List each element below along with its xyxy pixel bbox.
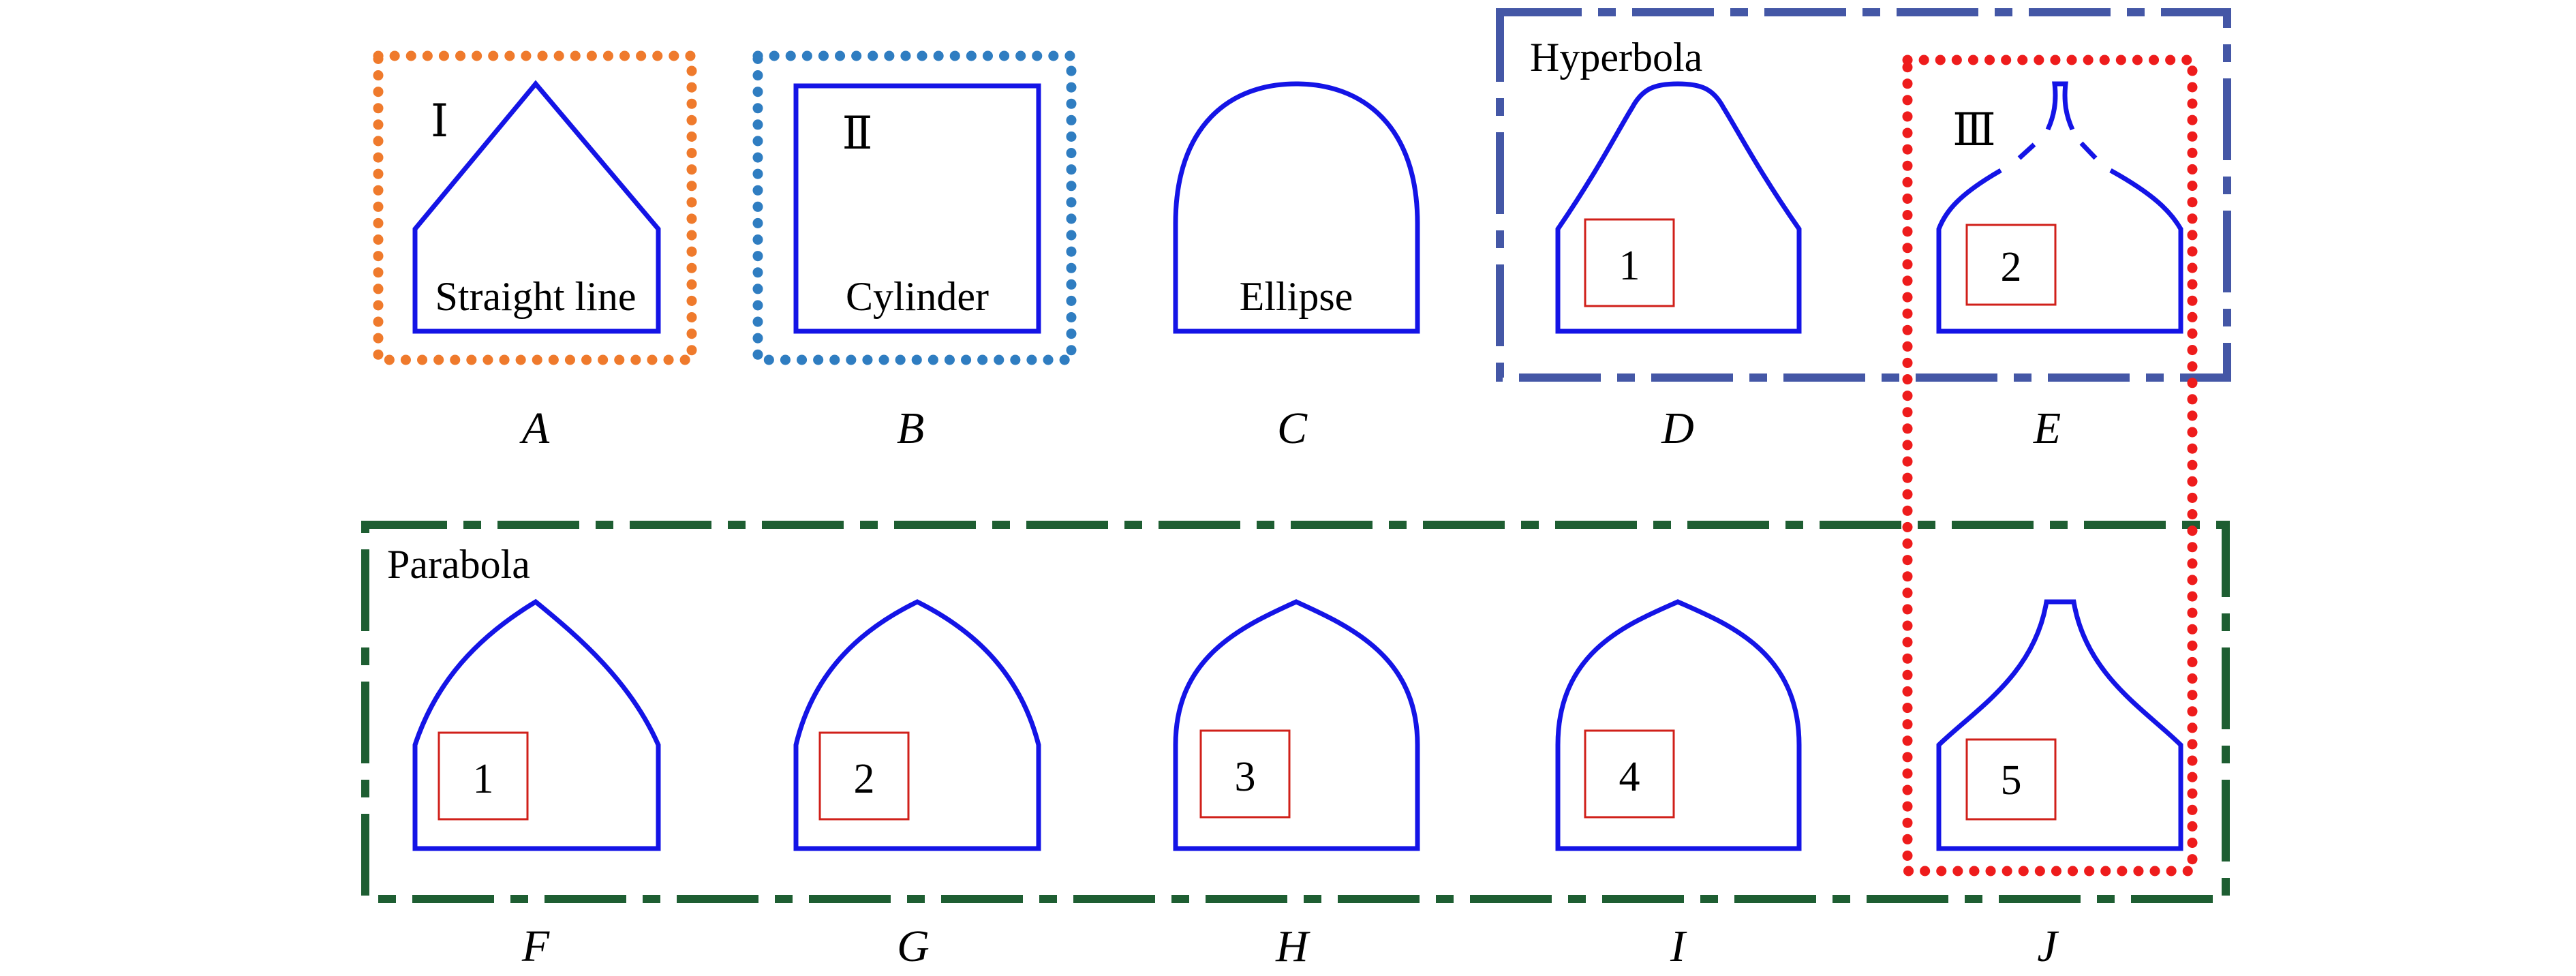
tag-box-g <box>818 731 910 821</box>
roman-label-a: Ⅰ <box>431 97 448 147</box>
shape-outline-d <box>1555 81 1802 334</box>
group-frame-hyperbola <box>1496 8 2231 382</box>
caption-g: G <box>897 921 930 971</box>
caption-h: H <box>1275 921 1310 971</box>
tag-box-d <box>1584 218 1675 307</box>
shape-outline-b <box>793 83 1041 334</box>
shape-outline-f <box>412 598 661 851</box>
tag-number-f: 1 <box>473 756 494 802</box>
tag-number-h: 3 <box>1235 754 1256 800</box>
tag-box-i <box>1584 729 1675 819</box>
shape-e-gap-marks <box>2017 141 2098 160</box>
roman-label-b: Ⅱ <box>842 109 873 159</box>
shape-outline-e <box>1936 81 2183 334</box>
group-label-parabola: Parabola <box>387 542 530 587</box>
tag-number-j: 5 <box>2001 757 2022 804</box>
shape-outline-h <box>1173 599 1420 851</box>
caption-j: J <box>2037 921 2059 971</box>
group-frame-tip <box>1902 55 2198 876</box>
tag-number-i: 4 <box>1619 754 1640 800</box>
shape-outline-a <box>412 80 661 334</box>
caption-c: C <box>1277 403 1308 453</box>
tag-box-h <box>1199 729 1291 819</box>
caption-f: F <box>521 921 550 971</box>
tag-number-d: 1 <box>1619 243 1640 289</box>
group-frame-straight-line <box>373 50 697 365</box>
shape-outline-c <box>1173 81 1420 334</box>
tag-number-e: 2 <box>2001 244 2022 290</box>
shape-outline-g <box>793 599 1041 851</box>
caption-a: A <box>519 403 550 453</box>
caption-b: B <box>897 403 924 453</box>
shape-name-b: Cylinder <box>846 274 989 319</box>
shape-name-c: Ellipse <box>1240 274 1353 319</box>
group-label-hyperbola: Hyperbola <box>1530 35 1702 80</box>
shape-outline-i <box>1555 599 1802 851</box>
shape-name-a: Straight line <box>435 274 637 319</box>
caption-d: D <box>1661 403 1694 453</box>
group-frame-parabola <box>361 521 2230 903</box>
tag-box-f <box>438 731 529 821</box>
caption-i: I <box>1670 921 1687 971</box>
group-frame-cylinder <box>752 50 1077 365</box>
shape-outline-j <box>1936 599 2183 851</box>
tag-box-j <box>1965 738 2057 821</box>
tag-box-e <box>1965 224 2057 306</box>
roman-label-e: Ⅲ <box>1952 106 1996 155</box>
tag-number-g: 2 <box>854 756 875 802</box>
caption-e: E <box>2033 403 2061 453</box>
